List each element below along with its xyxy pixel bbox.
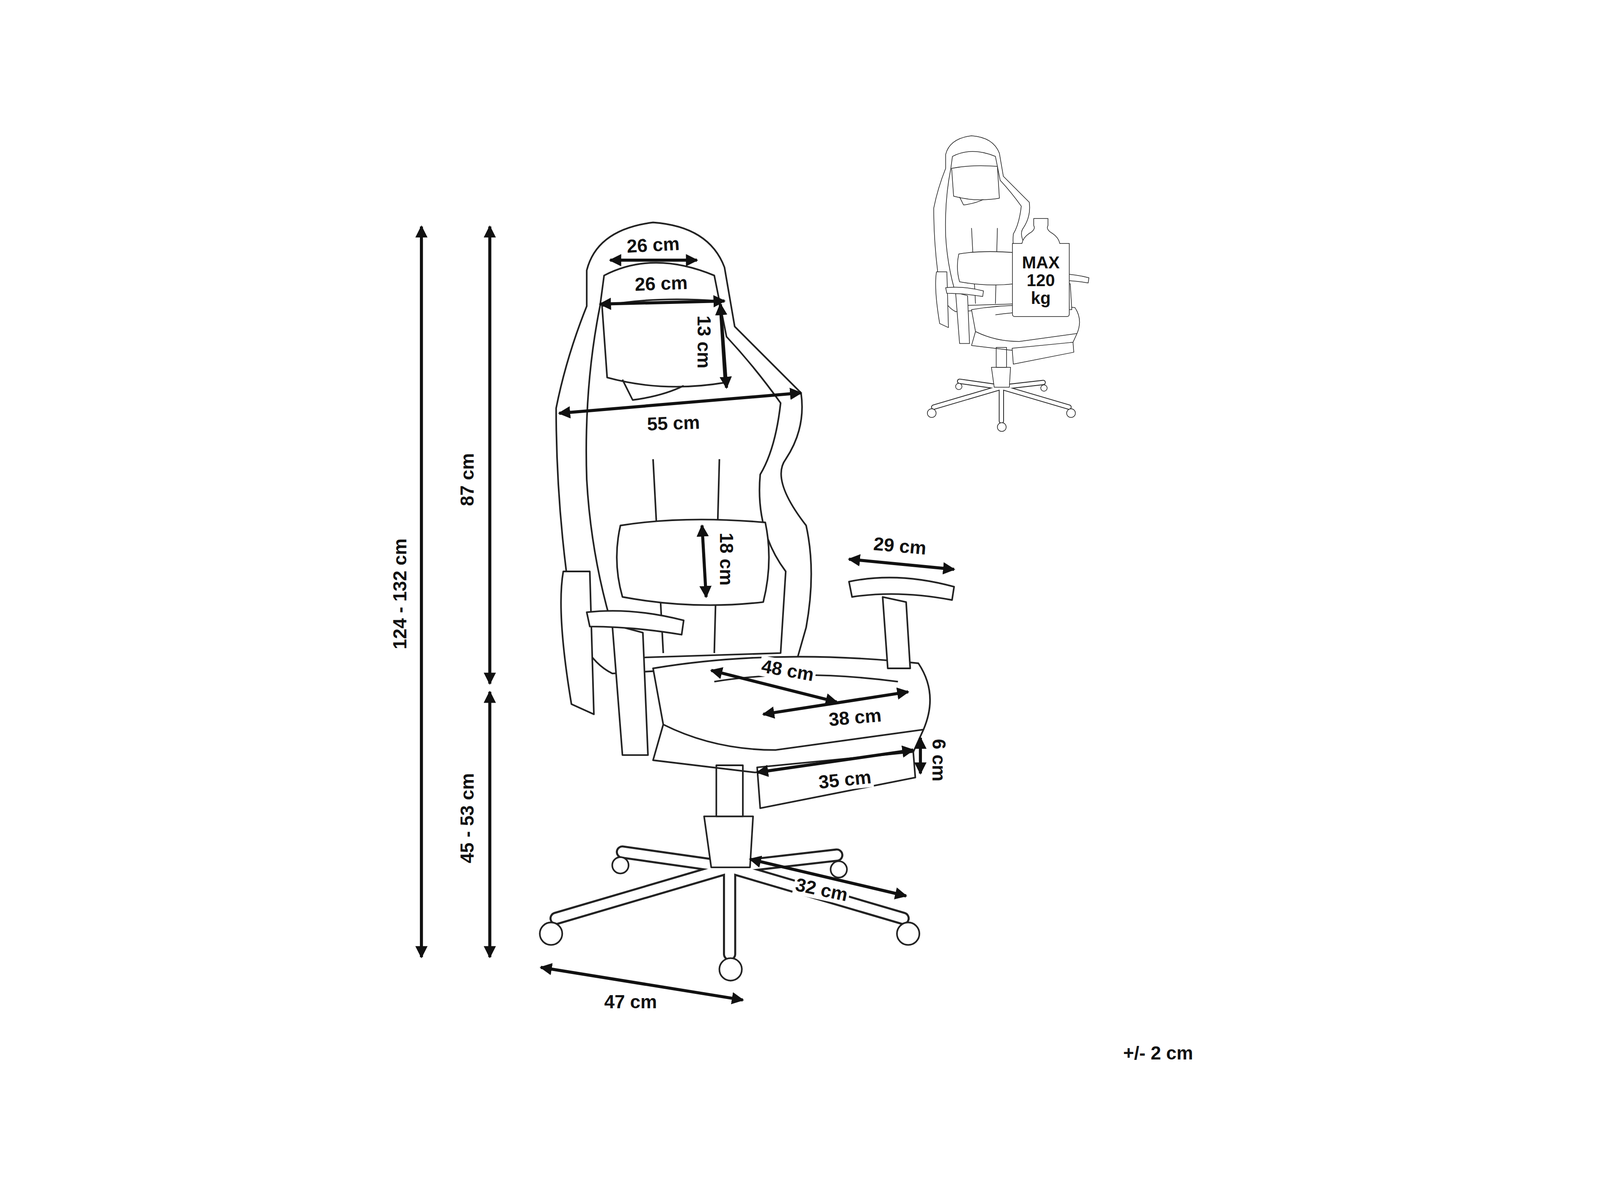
height-dimension: 45 - 53 cm xyxy=(457,771,478,866)
height-dimension: 13 cm xyxy=(693,313,715,370)
weight-icon: MAX 120 kg xyxy=(1011,217,1071,318)
height-dimension: 6 cm xyxy=(928,737,949,784)
width-dimension: 55 cm xyxy=(645,412,702,435)
height-dimension: 18 cm xyxy=(716,531,737,588)
width-dimension: 26 cm xyxy=(624,233,682,257)
height-dimension: 124 - 132 cm xyxy=(389,536,411,652)
width-dimension: 26 cm xyxy=(632,272,690,296)
width-dimension: 47 cm xyxy=(602,991,659,1013)
weight-limit-text: MAX 120 kg xyxy=(1021,253,1060,307)
width-dimension: 29 cm xyxy=(871,533,929,559)
tolerance-note: +/- 2 cm xyxy=(1121,1042,1195,1064)
height-dimension: 87 cm xyxy=(457,451,478,508)
